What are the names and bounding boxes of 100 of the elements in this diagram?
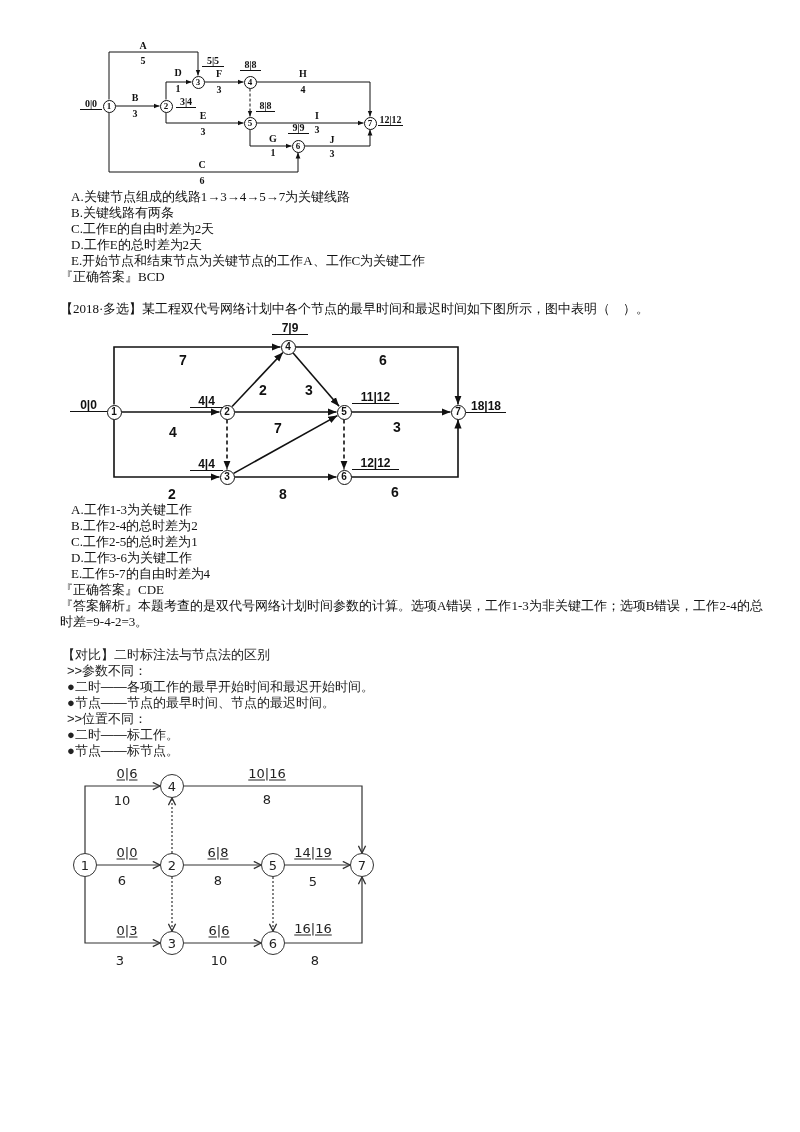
duration-label: 4 xyxy=(300,85,306,95)
arrow xyxy=(294,346,462,406)
edge-label: 2 xyxy=(259,383,267,397)
option-text: B.关键线路有两条 xyxy=(71,205,174,221)
option-text: A.工作1-3为关键工作 xyxy=(71,502,192,518)
heading-text: 【对比】二时标注法与节点法的区别 xyxy=(62,647,270,663)
edge-label: 14|19 xyxy=(294,845,332,859)
edge-label: E xyxy=(199,111,207,121)
edge-label: A xyxy=(139,41,147,51)
time-label: 8|8 xyxy=(240,61,261,71)
edge-label: D xyxy=(174,68,182,78)
dashed-arrow xyxy=(223,418,231,471)
duration-label: 8 xyxy=(310,953,320,967)
option-text: E.开始节点和结束节点为关键节点的工作A、工作C为关键工作 xyxy=(71,253,426,269)
arrow xyxy=(284,876,367,944)
arrow xyxy=(108,51,201,100)
arrow xyxy=(115,103,160,109)
time-label: 7|9 xyxy=(272,323,308,335)
edge-label: J xyxy=(329,135,335,145)
edge-label: 0|0 xyxy=(116,845,138,859)
time-label: 4|4 xyxy=(190,459,223,471)
duration-label: 1 xyxy=(270,148,276,158)
option-text: E.工作5-7的自由时差为4 xyxy=(71,566,211,582)
arrow xyxy=(108,112,301,173)
dashed-arrow xyxy=(167,797,177,854)
note-text: ●节点——节点的最早时间、节点的最迟时间。 xyxy=(67,695,335,711)
arrow xyxy=(256,120,364,126)
arrow xyxy=(292,351,340,408)
edge-label: 6|8 xyxy=(207,845,229,859)
edge-label: 3 xyxy=(393,420,401,434)
edge-label: 6 xyxy=(379,353,387,367)
arrow xyxy=(183,938,262,948)
time-label: 12|12 xyxy=(352,458,399,470)
edge-label: 6 xyxy=(391,485,399,499)
arrow xyxy=(231,351,284,408)
arrow xyxy=(84,781,161,854)
edge-label: 7 xyxy=(179,353,187,367)
duration-label: 1 xyxy=(175,84,181,94)
arrow xyxy=(284,860,351,870)
arrow xyxy=(249,129,292,149)
duration-label: 6 xyxy=(117,873,127,887)
edge-label: 6|6 xyxy=(208,923,230,937)
option-text: D.工作E的总时差为2天 xyxy=(71,237,203,253)
arrow xyxy=(350,408,452,416)
duration-label: 8 xyxy=(213,873,223,887)
duration-label: 10 xyxy=(113,793,131,807)
edge-label: 4 xyxy=(169,425,177,439)
duration-label: 8 xyxy=(262,792,272,806)
answer-text: 『正确答案』BCD xyxy=(60,269,165,285)
duration-label: 3 xyxy=(200,127,206,137)
note-text: ●二时——标工作。 xyxy=(67,727,179,743)
edge-label: 7 xyxy=(274,421,282,435)
edge-label: 2 xyxy=(168,487,176,501)
duration-label: 5 xyxy=(308,874,318,888)
duration-label: 10 xyxy=(210,953,228,967)
arrow xyxy=(165,79,192,100)
time-label: 4|4 xyxy=(190,396,223,408)
edge-label: F xyxy=(215,69,223,79)
edge-label: 3 xyxy=(305,383,313,397)
question-text: 【2018·多选】某工程双代号网络计划中各个节点的最早时间和最迟时间如下图所示，图中表明（ ）。 xyxy=(60,301,650,317)
edge-label: 0|6 xyxy=(116,766,138,780)
note-text: ●节点——标节点。 xyxy=(67,743,179,759)
edge-label: G xyxy=(269,134,277,144)
edge-label: I xyxy=(315,111,319,121)
arrow xyxy=(120,408,221,416)
arrow xyxy=(204,79,244,85)
time-label: 0|0 xyxy=(70,400,107,412)
edge-label: 0|3 xyxy=(116,923,138,937)
edge-label: C xyxy=(198,160,206,170)
arrow xyxy=(96,860,161,870)
note-text: ●二时——各项工作的最早开始时间和最迟开始时间。 xyxy=(67,679,374,695)
arrow xyxy=(232,414,339,475)
arrow xyxy=(113,418,221,481)
arrow xyxy=(233,473,338,481)
explanation-text: 『答案解析』本题考查的是双代号网络计划时间参数的计算。选项A错误，工作1-3为非关键工作；选项B错误，工作2-4的总时差=9-4-2=3。 xyxy=(60,598,764,630)
duration-label: 3 xyxy=(132,109,138,119)
dashed-arrow xyxy=(340,418,348,471)
option-text: C.工作E的自由时差为2天 xyxy=(71,221,215,237)
arrow xyxy=(304,129,373,147)
arrow xyxy=(183,785,367,854)
time-label: 9|9 xyxy=(288,124,309,134)
option-text: C.工作2-5的总时差为1 xyxy=(71,534,198,550)
arrow xyxy=(233,408,338,416)
dashed-arrow xyxy=(167,876,177,932)
edge-label: 10|16 xyxy=(248,766,286,780)
edge-label: 8 xyxy=(279,487,287,501)
duration-label: 3 xyxy=(115,953,125,967)
option-text: D.工作3-6为关键工作 xyxy=(71,550,192,566)
answer-text: 『正确答案』CDE xyxy=(60,582,164,598)
duration-label: 6 xyxy=(199,176,205,186)
dashed-arrow xyxy=(247,88,253,117)
duration-label: 5 xyxy=(140,56,146,66)
note-text: >>参数不同： xyxy=(67,663,148,679)
arrow xyxy=(350,418,462,478)
arrow xyxy=(165,112,244,126)
time-label: 5|5 xyxy=(202,57,224,67)
duration-label: 3 xyxy=(216,85,222,95)
edge-label: H xyxy=(299,69,307,79)
arrow xyxy=(84,876,161,948)
time-label: 12|12 xyxy=(378,116,403,126)
